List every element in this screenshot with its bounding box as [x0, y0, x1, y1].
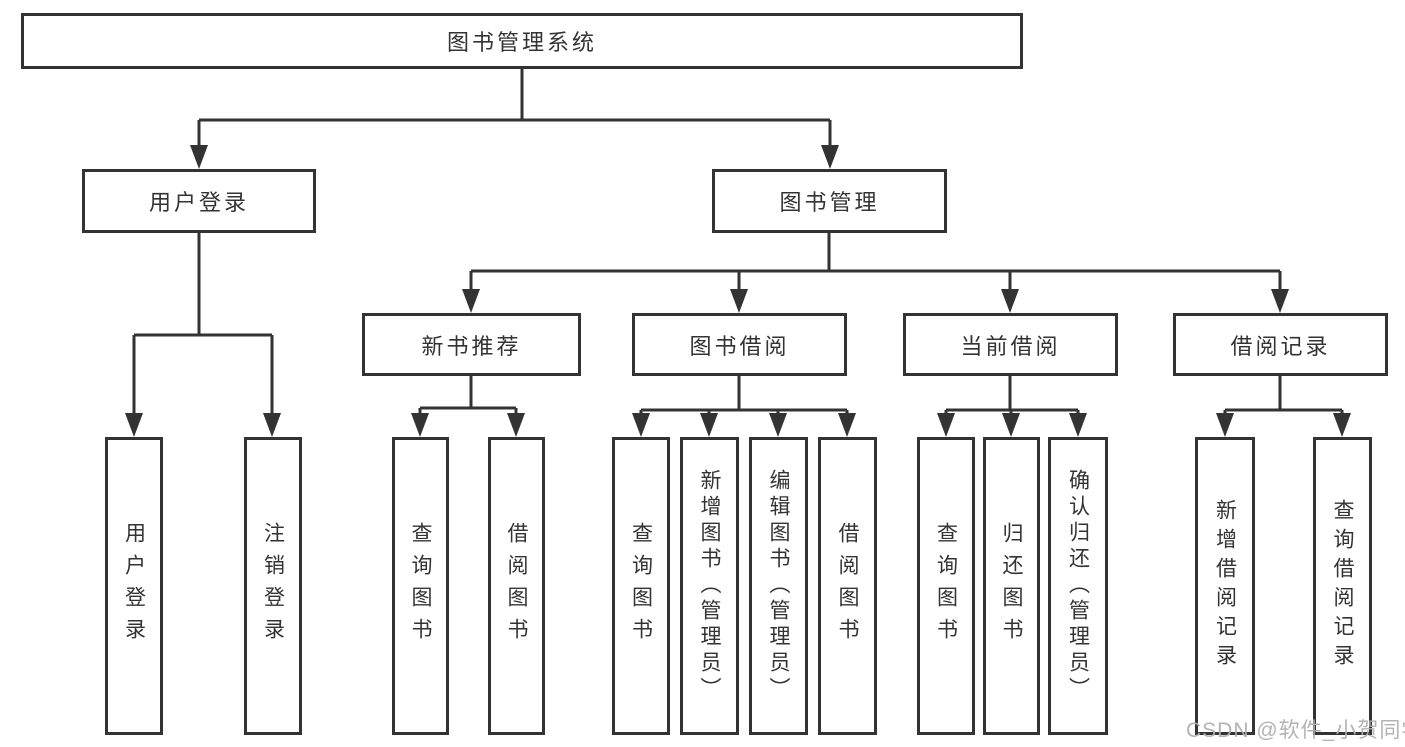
- node-leaf-query-books-current: 查询图书: [917, 437, 975, 735]
- node-book-borrowing: 图书借阅: [632, 313, 847, 376]
- node-leaf-borrow-books-recommend: 借阅图书: [488, 437, 545, 735]
- node-leaf-query-books-borrowing-label: 查询图书: [629, 522, 653, 650]
- node-leaf-edit-books-admin-label: 编辑图书（管理员）: [767, 469, 790, 703]
- node-current-borrowing-label: 当前借阅: [960, 333, 1061, 359]
- node-borrowing-records: 借阅记录: [1173, 313, 1388, 376]
- node-leaf-add-borrow-record: 新增借阅记录: [1195, 437, 1255, 735]
- node-leaf-edit-books-admin: 编辑图书（管理员）: [749, 437, 808, 735]
- node-leaf-user-login-label: 用户登录: [122, 522, 146, 650]
- node-book-management-label: 图书管理: [779, 190, 880, 215]
- node-leaf-query-borrow-record: 查询借阅记录: [1313, 437, 1372, 735]
- node-current-borrowing: 当前借阅: [903, 313, 1118, 376]
- node-leaf-return-books-label: 归还图书: [1000, 522, 1023, 650]
- node-book-borrowing-label: 图书借阅: [689, 333, 790, 359]
- node-leaf-query-books-recommend: 查询图书: [392, 437, 449, 735]
- node-new-book-recommend: 新书推荐: [362, 313, 581, 376]
- node-leaf-add-books-admin-label: 新增图书（管理员）: [698, 469, 721, 703]
- node-borrowing-records-label: 借阅记录: [1230, 333, 1331, 359]
- arrowheads: [125, 145, 1351, 437]
- node-leaf-confirm-return-admin: 确认归还（管理员）: [1048, 437, 1108, 735]
- node-leaf-return-books: 归还图书: [983, 437, 1040, 735]
- node-user-login-label: 用户登录: [148, 190, 249, 215]
- node-leaf-logout: 注销登录: [244, 437, 302, 735]
- node-user-login: 用户登录: [82, 169, 316, 233]
- node-leaf-query-books-borrowing: 查询图书: [612, 437, 670, 735]
- node-book-management: 图书管理: [712, 169, 947, 233]
- node-leaf-user-login: 用户登录: [105, 437, 163, 735]
- node-root-label: 图书管理系统: [446, 30, 597, 55]
- node-root: 图书管理系统: [21, 13, 1023, 69]
- node-leaf-query-books-current-label: 查询图书: [934, 522, 958, 650]
- node-leaf-query-books-recommend-label: 查询图书: [409, 522, 432, 650]
- node-leaf-add-books-admin: 新增图书（管理员）: [680, 437, 739, 735]
- node-leaf-query-borrow-record-label: 查询借阅记录: [1331, 499, 1354, 673]
- node-leaf-logout-label: 注销登录: [261, 522, 285, 650]
- node-leaf-confirm-return-admin-label: 确认归还（管理员）: [1066, 469, 1090, 703]
- node-leaf-borrow-books-recommend-label: 借阅图书: [505, 522, 528, 650]
- node-new-book-recommend-label: 新书推荐: [421, 333, 522, 359]
- watermark-text: CSDN @软件_小贺同学: [1186, 719, 1405, 742]
- node-leaf-borrow-books-label: 借阅图书: [836, 522, 859, 650]
- node-leaf-borrow-books: 借阅图书: [818, 437, 877, 735]
- node-leaf-add-borrow-record-label: 新增借阅记录: [1213, 499, 1237, 673]
